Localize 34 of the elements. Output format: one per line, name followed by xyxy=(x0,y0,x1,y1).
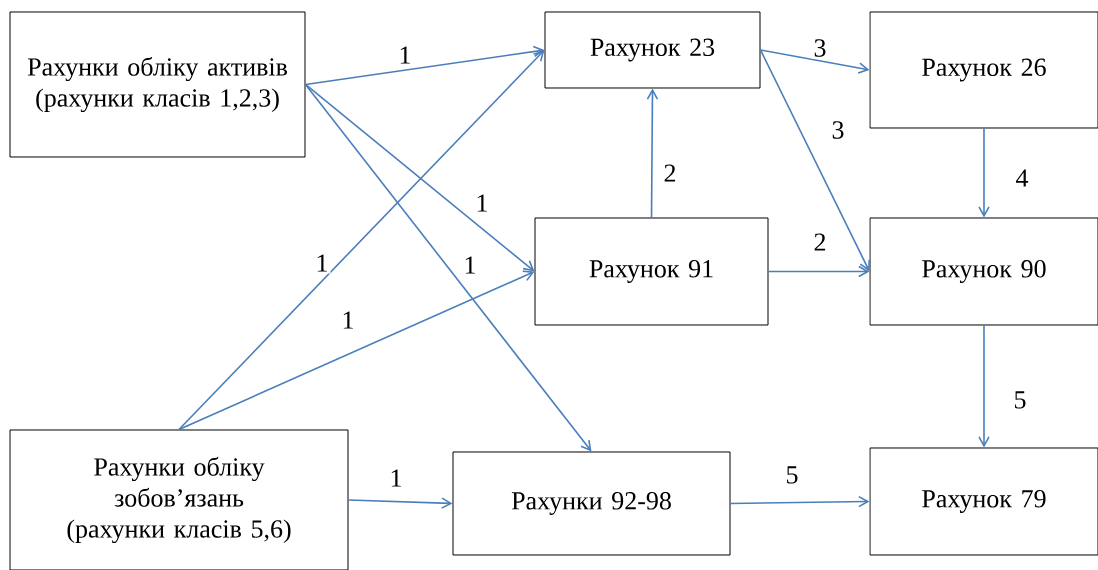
account-box: Рахунок 90 xyxy=(869,217,1098,326)
arrow xyxy=(759,49,870,74)
arrow xyxy=(978,127,990,218)
edge-label: 1 xyxy=(400,46,410,64)
edge-label: 1 xyxy=(317,254,327,272)
account-box: Рахунок 26 xyxy=(869,11,1098,129)
edge-label: 5 xyxy=(1015,391,1026,409)
arrow xyxy=(304,83,592,452)
edge-label: 2 xyxy=(814,233,826,251)
arrow xyxy=(178,270,535,431)
account-box: Рахунки 92-98 xyxy=(452,451,731,556)
edge-label: 1 xyxy=(391,469,401,487)
arrow xyxy=(304,83,535,272)
arrow xyxy=(646,88,659,219)
edge-label: 1 xyxy=(465,256,475,274)
edge-label: 1 xyxy=(477,194,487,212)
edge-label: 5 xyxy=(787,466,798,484)
edge-label: 3 xyxy=(814,39,826,57)
edge-label: 4 xyxy=(1016,169,1029,187)
account-box: Рахунки обліку активів (рахунки класів 1,2,3) xyxy=(9,11,306,158)
arrow xyxy=(304,45,545,86)
arrow xyxy=(347,497,453,509)
account-box: Рахунок 23 xyxy=(544,11,761,89)
arrow xyxy=(759,49,871,272)
edge-label: 3 xyxy=(832,121,844,139)
arrow xyxy=(767,265,870,278)
arrow xyxy=(178,50,545,431)
edge-label: 2 xyxy=(664,164,676,182)
edge-label: 1 xyxy=(343,311,353,329)
account-box: Рахунок 79 xyxy=(869,447,1098,556)
account-box: Рахунки обліку зобов’язань (рахунки класів 5,6) xyxy=(9,429,349,570)
account-box: Рахунок 91 xyxy=(534,217,769,326)
arrow xyxy=(729,495,870,508)
arrow xyxy=(978,324,990,448)
